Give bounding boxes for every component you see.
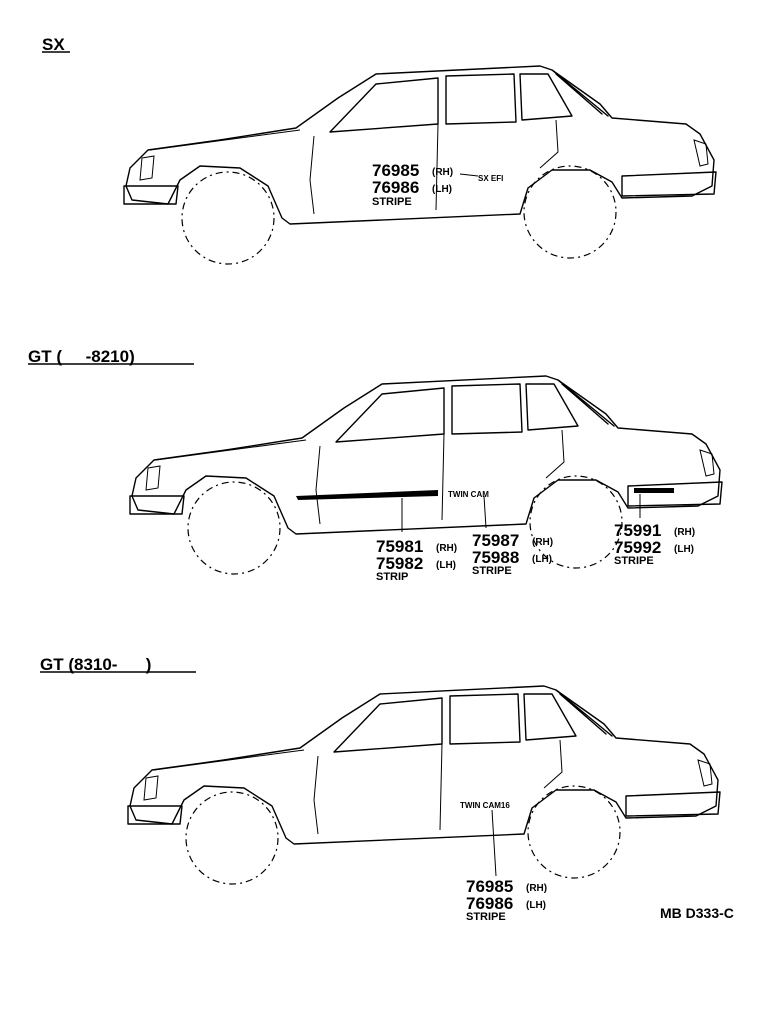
part-number-lh: 75982 — [376, 554, 423, 573]
part-description: STRIPE — [472, 565, 512, 577]
side-label-lh: (LH) — [436, 560, 456, 571]
side-label-lh: (LH) — [674, 544, 694, 555]
part-description: STRIPE — [614, 555, 654, 567]
part-number-lh: 76986 — [466, 894, 513, 913]
door-stripe-gt-early — [296, 490, 438, 500]
part-number-rh: 75987 — [472, 531, 519, 550]
car-gt-late — [127, 685, 721, 885]
heading-sx: SX — [42, 35, 65, 54]
badge-twin-cam: TWIN CAM — [448, 490, 489, 499]
part-number-lh: 75988 — [472, 548, 519, 567]
part-description: STRIPE — [372, 196, 412, 208]
car-sx — [123, 65, 717, 265]
rear-stripe-gt-early — [634, 488, 674, 493]
side-label-rh: (RH) — [526, 883, 547, 894]
side-label-lh: (LH) — [526, 900, 546, 911]
diagram-reference: MB D333-C — [660, 905, 734, 921]
part-number-lh: 76986 — [372, 178, 419, 197]
badge-twin-cam16: TWIN CAM16 — [460, 801, 510, 810]
side-label-rh: (RH) — [436, 543, 457, 554]
part-number-rh: 76985 — [372, 161, 419, 180]
side-label-rh: (RH) — [432, 167, 453, 178]
side-label-lh: (LH) — [432, 184, 452, 195]
part-number-rh: 76985 — [466, 877, 513, 896]
part-description: STRIP — [376, 571, 408, 583]
part-number-rh: 75981 — [376, 537, 423, 556]
heading-gt-early: GT ( -8210) — [28, 347, 135, 366]
side-label-lh: (LH) — [532, 554, 552, 565]
part-number-lh: 75992 — [614, 538, 661, 557]
part-description: STRIPE — [466, 911, 506, 923]
heading-gt-late: GT (8310- ) — [40, 655, 151, 674]
side-label-rh: (RH) — [674, 527, 695, 538]
badge-sx-efi: SX EFI — [478, 174, 503, 183]
side-label-rh: (RH) — [532, 537, 553, 548]
part-number-rh: 75991 — [614, 521, 661, 540]
